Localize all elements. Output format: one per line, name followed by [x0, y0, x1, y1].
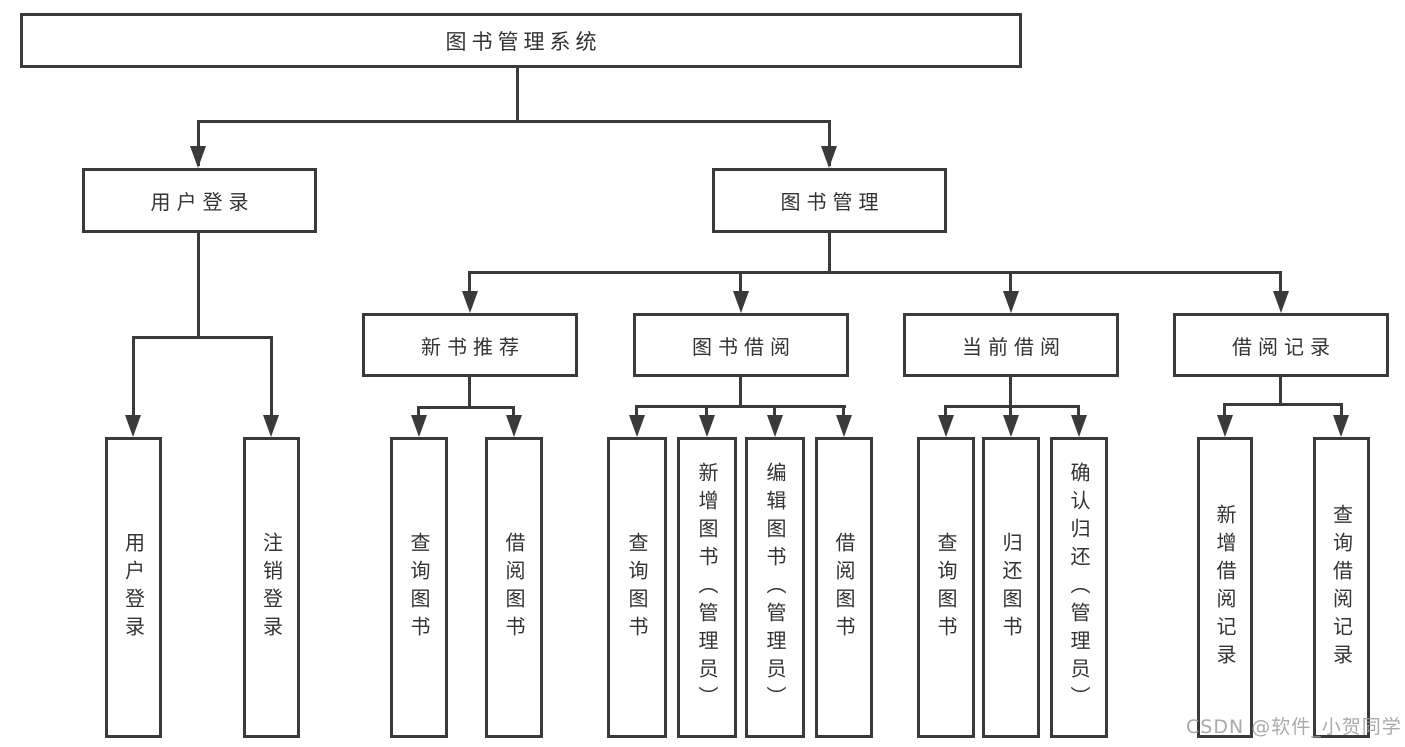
leaf-query-books-label: 查询图书: [407, 531, 431, 644]
connector-root-stem: [516, 68, 519, 120]
node-user-login-box: 用户登录: [82, 168, 317, 233]
connector-module-down: [739, 377, 742, 406]
arrow-down-icon: [836, 415, 852, 437]
connector-module-down: [468, 377, 471, 407]
node-current-borrow-box: 当前借阅: [903, 313, 1119, 377]
leaf-confirm-return-admin-label: 确认归还（管理员）: [1067, 461, 1091, 714]
arrow-down-icon: [767, 415, 783, 437]
arrow-down-icon: [125, 415, 141, 437]
arrow-down-icon: [1217, 415, 1233, 437]
connector-leaf-stem: [1009, 405, 1012, 423]
leaf-query-borrow-record-label: 查询借阅记录: [1329, 503, 1354, 672]
leaf-add-books-admin-box: 新增图书（管理员）: [677, 437, 737, 738]
connector-module-stem: [1009, 271, 1012, 299]
connector-leaf-rail: [417, 406, 515, 409]
arrow-down-icon: [263, 415, 279, 437]
leaf-edit-books-admin-label: 编辑图书（管理员）: [763, 461, 787, 714]
leaf-query-books-box: 查询图书: [607, 437, 667, 738]
leaf-borrow-books-label: 借阅图书: [502, 531, 526, 644]
connector-book-down: [828, 233, 831, 272]
connector-leaf-stem: [1077, 405, 1080, 423]
node-book-mgmt-box: 图书管理: [712, 168, 947, 233]
connector-leaf-stem: [705, 405, 708, 423]
leaf-query-books-box: 查询图书: [917, 437, 975, 738]
arrow-down-icon: [629, 415, 645, 437]
leaf-borrow-books-box: 借阅图书: [815, 437, 873, 738]
connector-leaf-rail: [635, 405, 846, 408]
connector-module-stem: [739, 271, 742, 299]
connector-leaf-rail: [944, 405, 1080, 408]
arrow-down-icon: [821, 146, 837, 168]
arrow-down-icon: [190, 146, 206, 168]
node-borrow-box: 图书借阅: [633, 313, 849, 377]
leaf-query-books-label: 查询图书: [934, 531, 958, 644]
connector-leaf-rail: [1223, 403, 1343, 406]
connector-leaf-stem: [132, 336, 135, 424]
connector-module-down: [1009, 377, 1012, 406]
arrow-down-icon: [1003, 415, 1019, 437]
leaf-borrow-books-label: 借阅图书: [832, 531, 856, 644]
connector-leaf-stem: [773, 405, 776, 423]
arrow-down-icon: [1071, 415, 1087, 437]
arrow-down-icon: [1003, 291, 1019, 313]
connector-user-rail: [132, 336, 273, 339]
node-book-mgmt-label: 图书管理: [780, 190, 885, 214]
leaf-borrow-books-box: 借阅图书: [485, 437, 543, 738]
leaf-edit-books-admin-box: 编辑图书（管理员）: [745, 437, 805, 738]
leaf-user-login-label: 用户登录: [121, 531, 146, 644]
connector-book-stem: [828, 120, 831, 166]
node-user-login-label: 用户登录: [150, 190, 255, 214]
node-current-borrow-label: 当前借阅: [962, 334, 1066, 359]
leaf-query-books-box: 查询图书: [390, 437, 448, 738]
arrow-down-icon: [506, 415, 522, 437]
arrow-down-icon: [699, 415, 715, 437]
connector-user-down: [197, 233, 200, 339]
leaf-add-books-admin-label: 新增图书（管理员）: [695, 461, 719, 714]
leaf-return-books-box: 归还图书: [982, 437, 1040, 738]
connector-level2-rail: [197, 120, 831, 123]
leaf-query-borrow-record-box: 查询借阅记录: [1313, 437, 1370, 738]
root-node-box: 图书管理系统: [20, 13, 1022, 68]
leaf-user-login-box: 用户登录: [105, 437, 162, 738]
leaf-query-books-label: 查询图书: [625, 531, 649, 644]
connector-modules-rail: [468, 271, 1282, 274]
node-borrow-record-box: 借阅记录: [1173, 313, 1389, 377]
arrow-down-icon: [1333, 415, 1349, 437]
connector-module-stem: [468, 271, 471, 299]
arrow-down-icon: [1273, 291, 1289, 313]
root-node-label: 图书管理系统: [445, 29, 602, 54]
leaf-confirm-return-admin-box: 确认归还（管理员）: [1050, 437, 1108, 738]
arrow-down-icon: [411, 415, 427, 437]
arrow-down-icon: [733, 291, 749, 313]
arrow-down-icon: [462, 291, 478, 313]
connector-module-down: [1279, 377, 1282, 404]
connector-leaf-stem: [842, 405, 845, 423]
leaf-return-books-label: 归还图书: [999, 531, 1023, 644]
connector-leaf-stem: [270, 336, 273, 424]
connector-user-stem: [197, 120, 200, 166]
node-new-book-label: 新书推荐: [421, 334, 525, 359]
leaf-add-borrow-record-box: 新增借阅记录: [1197, 437, 1253, 738]
connector-leaf-stem: [944, 405, 947, 423]
connector-leaf-stem: [1223, 403, 1226, 423]
node-borrow-record-label: 借阅记录: [1232, 334, 1336, 359]
leaf-logout-label: 注销登录: [259, 531, 284, 644]
connector-module-stem: [1279, 271, 1282, 299]
node-borrow-label: 图书借阅: [692, 334, 796, 359]
csdn-watermark: CSDN @软件_小贺同学: [1186, 716, 1402, 738]
leaf-logout-box: 注销登录: [243, 437, 300, 738]
node-new-book-box: 新书推荐: [362, 313, 578, 377]
leaf-add-borrow-record-label: 新增借阅记录: [1213, 503, 1237, 672]
connector-leaf-stem: [1340, 403, 1343, 423]
connector-leaf-stem: [635, 405, 638, 423]
arrow-down-icon: [938, 415, 954, 437]
